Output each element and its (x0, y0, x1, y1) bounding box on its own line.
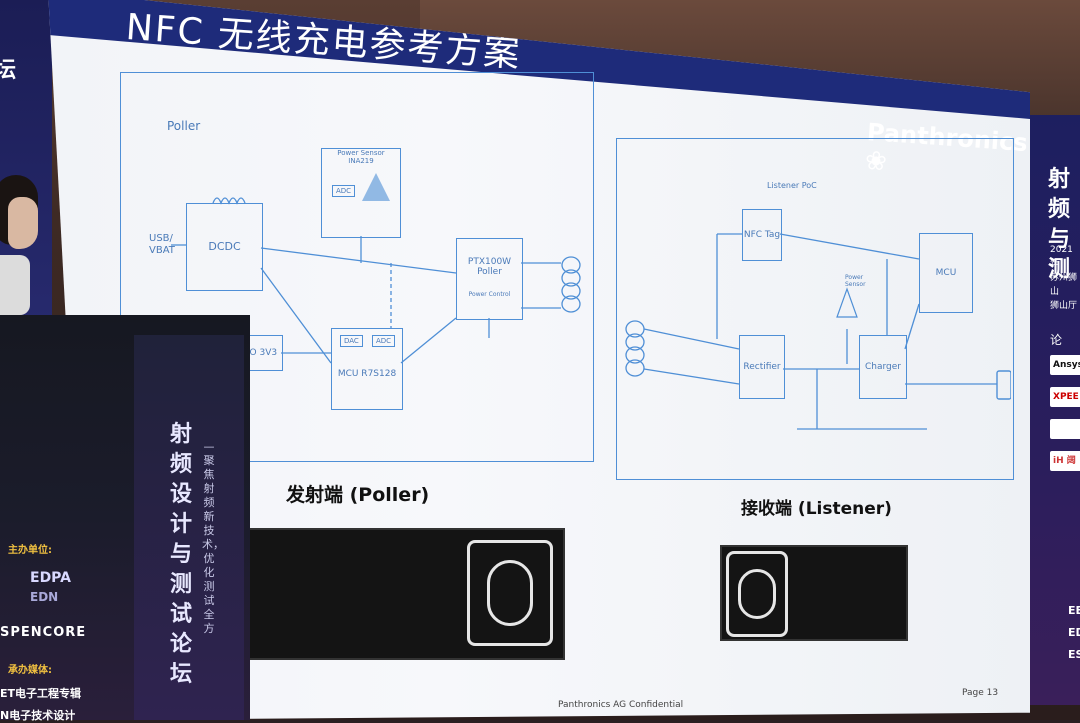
right-banner-venue-1: 苏州狮山 (1050, 273, 1078, 297)
media-label: 承办媒体: (8, 665, 52, 676)
dcdc-label: DCDC (208, 240, 241, 253)
ptx-label: PTX100W (467, 257, 512, 267)
poller-label: Poller (167, 119, 201, 133)
vbat-label: VBAT (149, 245, 175, 256)
nfc-tag-label: NFC Tag (743, 230, 781, 240)
charger-block: Charger (859, 335, 907, 399)
listener-label: Listener PoC (767, 181, 817, 190)
listener-mcu-block: MCU (919, 233, 973, 313)
poller-coil-icon (561, 256, 581, 313)
power-sensor-label: Power Sensor (337, 149, 385, 157)
aspencore-logo: SPENCORE (0, 625, 87, 640)
podium-vertical-subtitle: —聚焦射频新技术，优化测试全方 (202, 440, 224, 635)
poller-diagram: Poller USB/ VBAT DCDC Power Sensor INA21… (120, 72, 594, 462)
adc-label: ADC (332, 185, 356, 197)
nfc-tag-block: NFC Tag (742, 209, 782, 261)
mcu-block: DAC ADC MCU R7S128 (331, 328, 403, 410)
ina219-label: INA219 (348, 157, 374, 165)
poller-pcb-coil (467, 540, 553, 646)
organizer-label: 主办单位: (8, 545, 52, 556)
dcdc-block: DCDC (186, 203, 263, 291)
battery-icon (996, 370, 1011, 400)
listener-pcb-photo (720, 545, 908, 641)
listener-amplifier-icon (836, 287, 858, 318)
presenter-figure (0, 175, 46, 315)
right-banner-title-2: 与测 (1048, 227, 1071, 282)
edn-logo: EDN (30, 590, 59, 604)
poller-pcb-coil-inner (487, 560, 533, 626)
right-banner-bottom-1: EE (1068, 604, 1080, 617)
right-banner-section: 论 (1050, 333, 1063, 347)
presenter-body (0, 255, 30, 315)
podium-front-panel (134, 335, 244, 720)
sponsor-logo: XPEE (1050, 387, 1080, 407)
sponsor-logo: iH 阔 (1050, 451, 1080, 471)
sponsor-logo: Ansys (1050, 355, 1080, 375)
right-banner-bottom-3: ES (1068, 648, 1080, 661)
listener-power-sensor-label: Power Sensor (845, 274, 866, 288)
right-banner-bottom: EE ED ES (1068, 600, 1080, 666)
right-event-banner: 射频 与测 2021年 苏州狮山 狮山厅 论 Ansys XPEE iH 阔 E… (1030, 115, 1080, 705)
organizer-logo: EDPA (30, 570, 71, 586)
media-1: ET电子工程专辑 (0, 687, 82, 700)
io-label: IO 3V3 (246, 348, 278, 358)
listener-caption: 接收端 (Listener) (741, 499, 892, 519)
inductor-icon (212, 197, 246, 205)
right-banner-bottom-2: ED (1068, 626, 1080, 639)
ptx-sub-label: Poller (477, 267, 502, 277)
listener-coil-icon (625, 320, 645, 377)
listener-mcu-label: MCU (935, 268, 957, 278)
adc2-label: ADC (372, 335, 396, 347)
podium-vertical-title: 射频设计与测试论坛 (169, 422, 192, 687)
footer-confidential: Panthronics AG Confidential (558, 700, 684, 710)
dac-label: DAC (340, 335, 363, 347)
power-control-label: Power Control (468, 291, 511, 298)
poller-caption: 发射端 (Poller) (286, 484, 430, 506)
sponsor-logo (1050, 419, 1080, 439)
usb-label: USB/ (149, 233, 173, 244)
media-2: N电子技术设计 (0, 709, 76, 722)
rectifier-block: Rectifier (739, 335, 785, 399)
listener-diagram: Listener PoC NFC Tag MCU Rectifier Charg… (616, 138, 1014, 480)
amplifier-icon (362, 173, 390, 201)
footer-page: Page 13 (962, 688, 999, 698)
right-banner-date: 2021年 (1050, 245, 1073, 269)
right-banner-title: 射频 与测 (1048, 165, 1080, 285)
poller-wiring (171, 197, 581, 364)
listener-pcb-coil (726, 551, 788, 637)
rectifier-label: Rectifier (743, 362, 781, 372)
left-banner-text: 坛 (0, 58, 17, 83)
charger-label: Charger (865, 362, 901, 372)
right-banner-title-1: 射频 (1048, 167, 1071, 222)
listener-wiring (625, 233, 1011, 430)
right-banner-venue-2: 狮山厅 (1050, 301, 1078, 311)
presenter-face (8, 197, 38, 249)
listener-pcb-coil-inner (738, 569, 776, 619)
mcu-label: MCU R7S128 (337, 369, 397, 379)
poller-pcb-photo (243, 528, 565, 660)
right-banner-info: 2021年 苏州狮山 狮山厅 论 (1050, 243, 1080, 347)
